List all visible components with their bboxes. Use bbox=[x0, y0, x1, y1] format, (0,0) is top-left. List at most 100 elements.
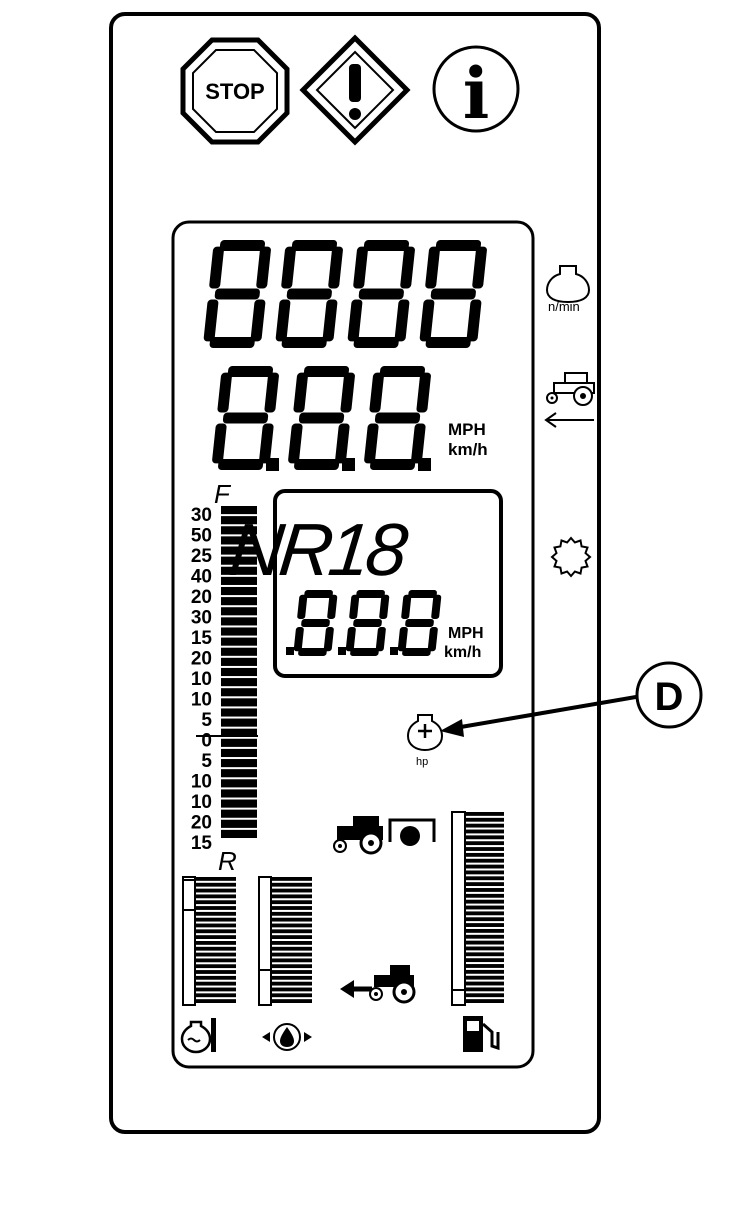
power-boost-unit: hp bbox=[416, 756, 428, 768]
callout-arrowhead bbox=[440, 719, 464, 737]
decimal-point bbox=[338, 647, 346, 655]
bar-segment bbox=[464, 993, 504, 998]
gear-bar-segment bbox=[221, 637, 257, 646]
gear-speed-digit bbox=[397, 590, 442, 656]
gear-scale-label: 10 bbox=[191, 690, 212, 711]
bar-segment bbox=[464, 940, 504, 945]
gear-bar-segment bbox=[221, 779, 257, 788]
stop-icon: STOP bbox=[180, 37, 290, 145]
gear-bar-segment bbox=[221, 617, 257, 626]
bar-segment bbox=[194, 906, 236, 910]
bar-segment bbox=[464, 999, 504, 1003]
oil-pressure-bar bbox=[258, 876, 312, 1006]
bar-segment bbox=[270, 987, 312, 992]
bar-segment bbox=[270, 970, 312, 974]
travel-speed-digits bbox=[212, 366, 431, 471]
bar-segment bbox=[270, 877, 312, 881]
engine-speed-unit: n/min bbox=[548, 299, 580, 314]
engine-speed-digit bbox=[203, 240, 271, 348]
travel-speed-digit bbox=[288, 366, 355, 470]
gear-bar-segment bbox=[221, 688, 257, 697]
gear-bar-segment bbox=[221, 789, 257, 798]
gear-scale-label: 40 bbox=[191, 567, 212, 588]
bar-segment bbox=[194, 917, 236, 922]
bar-segment bbox=[464, 882, 504, 887]
gear-scale-label: 30 bbox=[191, 505, 212, 526]
bar-segment bbox=[270, 958, 312, 963]
bar-segment bbox=[464, 847, 504, 851]
decimal-point bbox=[390, 647, 398, 655]
decimal-point bbox=[286, 647, 294, 655]
bar-segment bbox=[194, 970, 236, 974]
bar-segment bbox=[464, 981, 504, 986]
gear-scale-label: 15 bbox=[191, 628, 213, 649]
gear-speed-unit-kmh: km/h bbox=[444, 644, 481, 661]
gear-bar-segment bbox=[221, 657, 257, 666]
bar-segment bbox=[194, 946, 236, 951]
gear-bar-segment bbox=[221, 546, 257, 555]
bar-segment bbox=[194, 894, 236, 899]
engine-speed-digit bbox=[347, 240, 415, 348]
bar-marker bbox=[182, 879, 196, 911]
gear-scale-label: 50 bbox=[191, 526, 212, 547]
bar-segment bbox=[270, 900, 312, 905]
bar-segment bbox=[194, 882, 236, 887]
speed-unit-kmh: km/h bbox=[448, 440, 488, 459]
gear-bar-segment bbox=[221, 799, 257, 808]
bar-segment bbox=[270, 906, 312, 910]
gear-scale-label: 30 bbox=[191, 608, 212, 629]
reverse-label: R bbox=[218, 846, 237, 876]
gear-scale-label: 0 bbox=[201, 731, 212, 752]
gear-bar-segment bbox=[221, 718, 257, 727]
bar-segment bbox=[464, 852, 504, 857]
bar-segment bbox=[270, 952, 312, 957]
bar-segment bbox=[194, 900, 236, 905]
warning-icon bbox=[299, 34, 411, 146]
bar-segment bbox=[464, 870, 504, 875]
pto-gear-icon bbox=[550, 536, 592, 578]
bar-segment bbox=[194, 999, 236, 1003]
bar-segment bbox=[194, 964, 236, 969]
gear-bar-segment bbox=[221, 627, 257, 636]
gear-scale-bar bbox=[221, 506, 257, 838]
gear-bar-segment bbox=[221, 597, 257, 606]
bar-segment bbox=[464, 917, 504, 922]
gear-bar-segment bbox=[221, 536, 257, 545]
bar-segment bbox=[194, 987, 236, 992]
bar-segment bbox=[464, 841, 504, 846]
gear-scale-label: 15 bbox=[191, 833, 213, 854]
stop-label: STOP bbox=[205, 79, 265, 104]
bar-segment bbox=[464, 876, 504, 881]
bar-segment bbox=[194, 952, 236, 957]
gear-bar-segment bbox=[221, 576, 257, 585]
bar-segment bbox=[464, 817, 504, 822]
bar-segment bbox=[464, 911, 504, 916]
forward-label: F bbox=[214, 479, 232, 509]
bar-segment bbox=[464, 969, 504, 974]
gear-scale-label: 20 bbox=[191, 587, 212, 608]
info-label: i bbox=[463, 52, 490, 135]
gear-scale-label: 10 bbox=[191, 669, 212, 690]
gear-bar-segment bbox=[221, 607, 257, 616]
gear-bar-segment bbox=[221, 566, 257, 575]
bar-segment bbox=[464, 905, 504, 910]
engine-speed-icon bbox=[545, 265, 591, 304]
gear-bar-segment bbox=[221, 728, 257, 737]
bar-segment bbox=[464, 888, 504, 892]
gear-bar-segment bbox=[221, 647, 257, 656]
bar-segment bbox=[464, 893, 504, 898]
gear-speed-digits bbox=[286, 590, 442, 656]
travel-speed-digit bbox=[364, 366, 431, 470]
speed-unit-mph: MPH bbox=[448, 420, 486, 439]
gear-scale-label: 20 bbox=[191, 813, 212, 834]
bar-segment bbox=[464, 987, 504, 992]
gear-bar-segment bbox=[221, 698, 257, 707]
gear-bar-segment bbox=[221, 506, 257, 515]
travel-speed-digit bbox=[212, 366, 279, 470]
gear-bar-segment bbox=[221, 829, 257, 838]
bar-segment bbox=[194, 877, 236, 881]
bar-segment bbox=[270, 981, 312, 986]
bar-segment bbox=[464, 923, 504, 927]
bar-segment bbox=[194, 911, 236, 916]
